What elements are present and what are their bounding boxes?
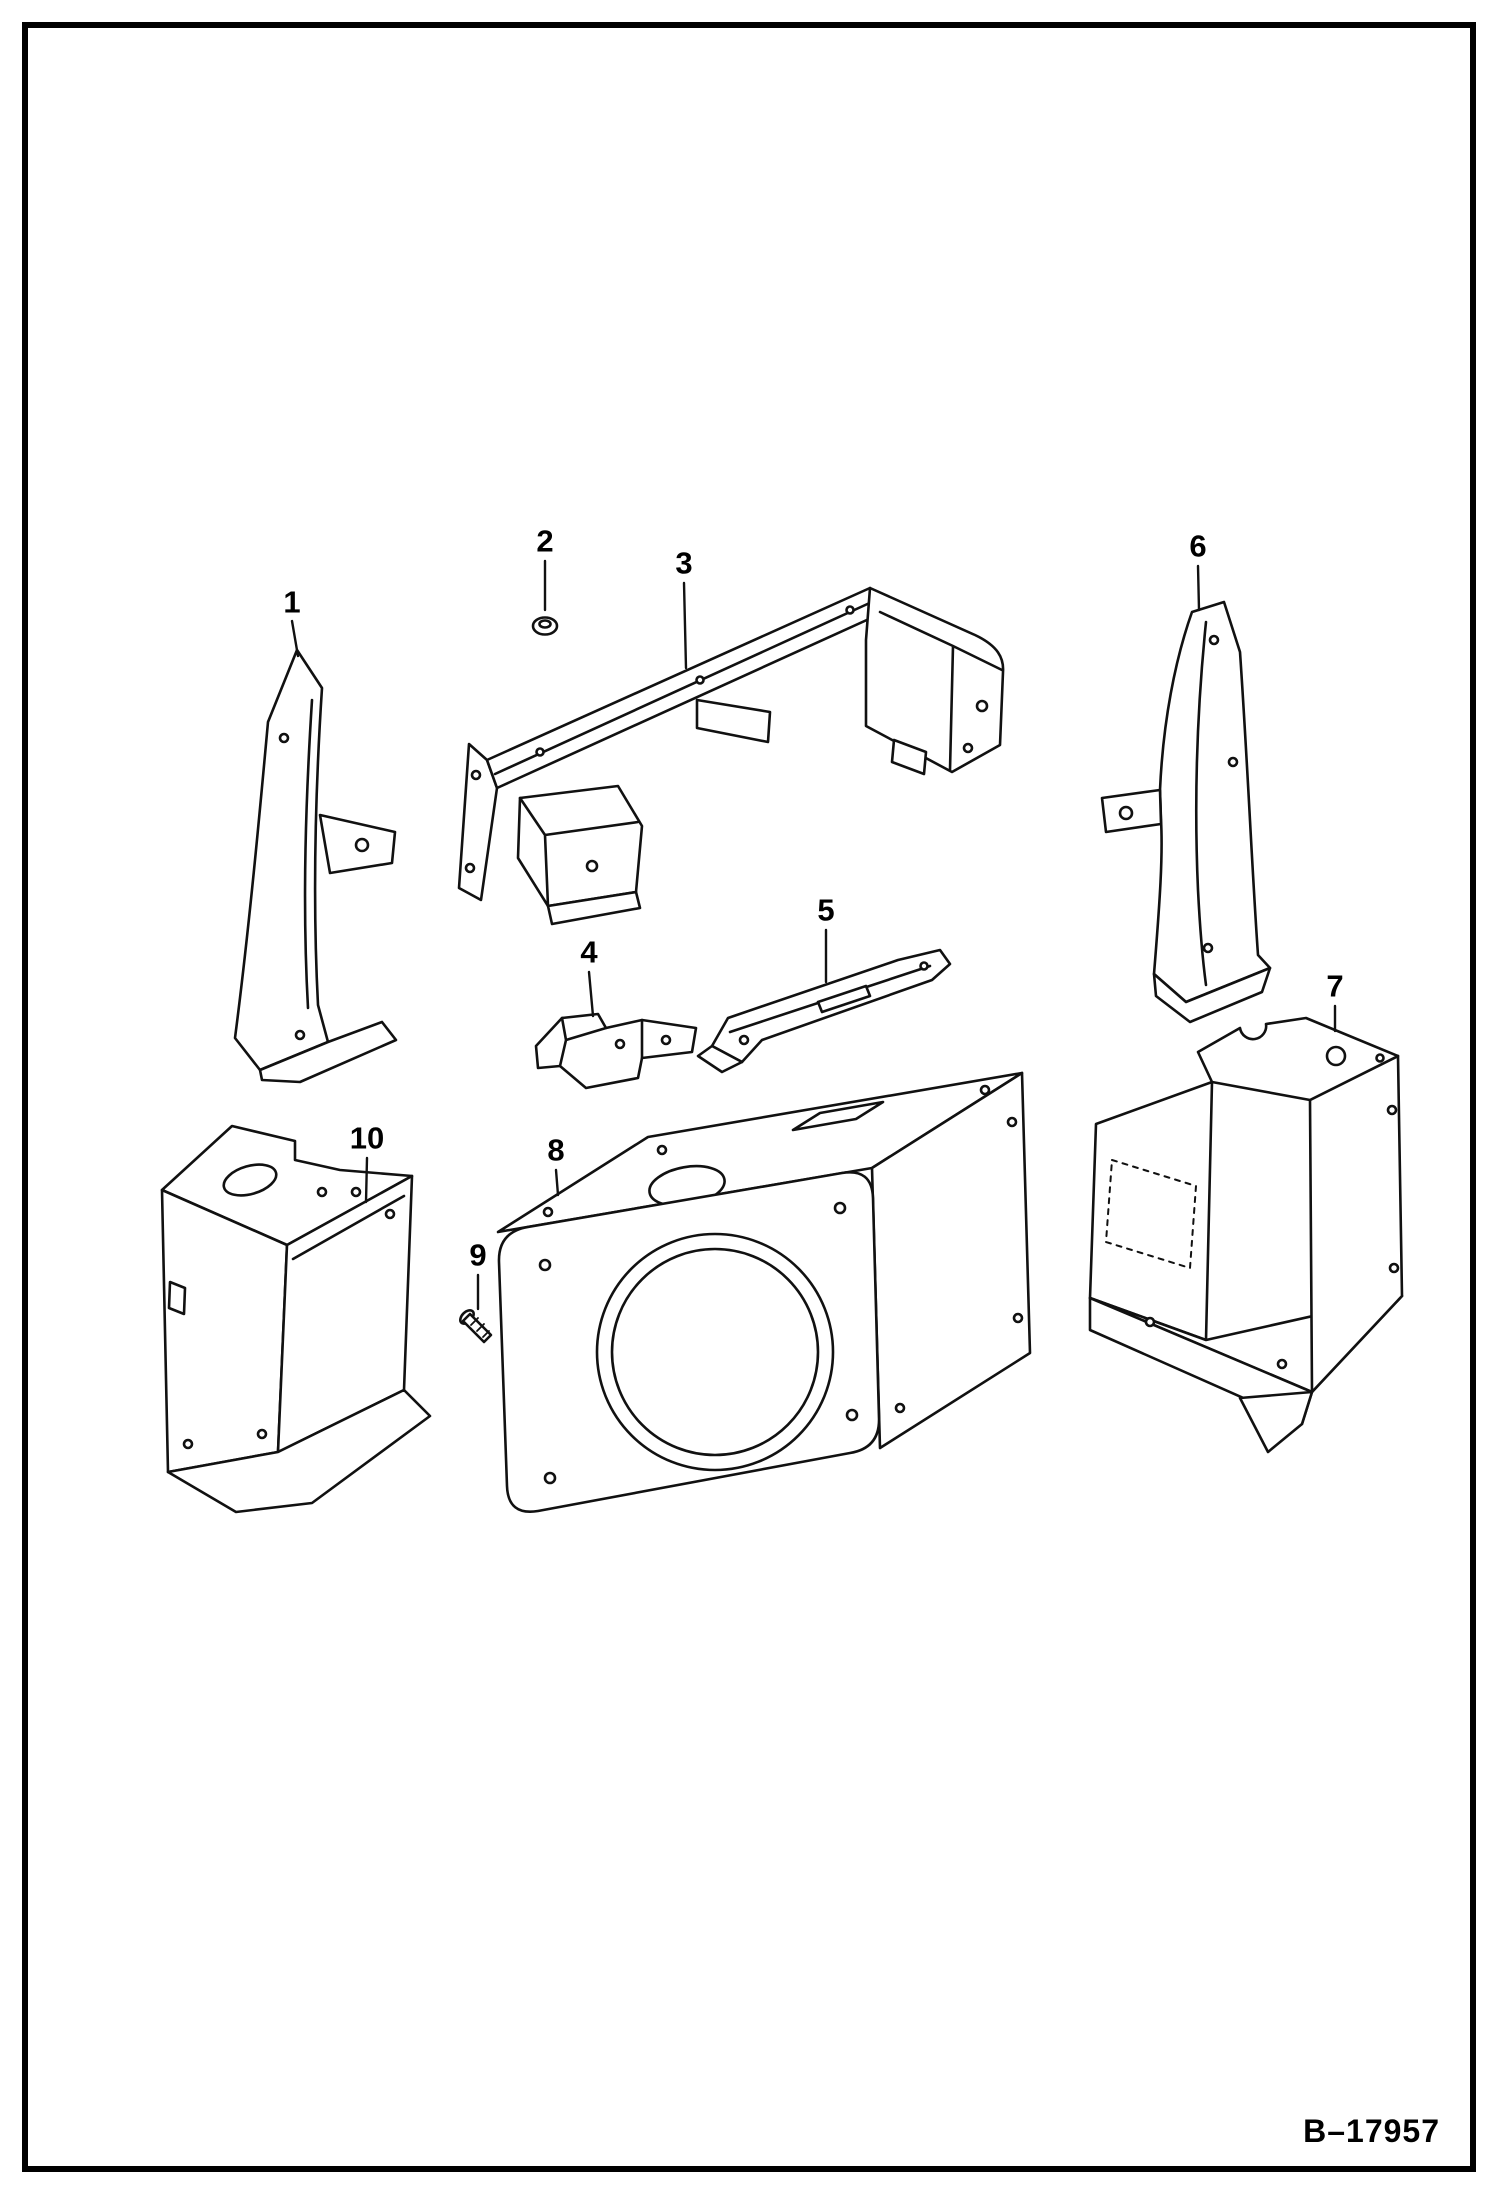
part-3-strip-fold-line [493, 599, 876, 776]
bolt-hole [1227, 756, 1239, 768]
part-8-rect-hole [791, 1100, 885, 1132]
part-3-bracket-flange [546, 890, 642, 926]
callout-label-3: 3 [675, 545, 693, 581]
bolt-hole [845, 605, 855, 615]
part-7-top-plate [1196, 1016, 1400, 1102]
part-3-left-tab [457, 742, 499, 902]
part-10-side-panel [160, 1124, 432, 1514]
callout-leader-lines [290, 559, 1337, 1311]
part-5-left-tab [696, 1044, 744, 1074]
part-1-left-baffle [233, 648, 398, 1084]
callout-label-2: 2 [536, 523, 554, 559]
part-5-support-rail [696, 948, 952, 1074]
part-3-upper-shroud [457, 586, 1005, 926]
bolt-hole [660, 1034, 672, 1046]
part-6-right-baffle [1100, 600, 1272, 1024]
part-1-panel [233, 648, 330, 1072]
part-8-fan-opening-inner [610, 1247, 820, 1457]
part-1-fold-line [303, 698, 314, 1010]
bolt-hole [1386, 1104, 1398, 1116]
part-4-outline [534, 1012, 698, 1090]
part-4-fold-lines [558, 1016, 644, 1068]
bolt-hole [1208, 634, 1220, 646]
bolt-hole [538, 1258, 552, 1272]
part-3-box-tab [890, 738, 928, 776]
figure-reference: B–17957 [1303, 2113, 1440, 2149]
leader-line-10 [364, 1156, 369, 1204]
part-1-bottom-flange [258, 1020, 398, 1084]
part-5-slot [816, 984, 872, 1014]
part-10-fold-line [291, 1194, 406, 1261]
part-6-fold-line [1194, 620, 1208, 987]
bolt-hole [464, 862, 476, 874]
part-6-panel [1152, 600, 1272, 1004]
part-3-bracket-fold-lines [518, 796, 640, 908]
bolt-hole [833, 1201, 847, 1215]
leader-line-6 [1196, 564, 1201, 612]
bolt-hole [1144, 1316, 1156, 1328]
bolt-hole [1012, 1312, 1024, 1324]
bolt-hole [1118, 805, 1134, 821]
bolt-hole [256, 1428, 268, 1440]
bolt-hole [294, 1029, 306, 1041]
bolt-hole [614, 1038, 626, 1050]
bolt-hole [543, 1471, 557, 1485]
part-6-bottom-flange [1152, 966, 1272, 1024]
callout-label-9: 9 [469, 1237, 487, 1273]
callout-label-8: 8 [547, 1132, 565, 1168]
bolt-hole [278, 732, 290, 744]
callout-label-1: 1 [283, 584, 301, 620]
bolt-hole [354, 837, 370, 853]
bolt-hole [585, 859, 599, 873]
callout-label-7: 7 [1326, 968, 1344, 1004]
bolt-hole [1202, 942, 1214, 954]
callout-label-5: 5 [817, 892, 835, 928]
callout-label-6: 6 [1189, 528, 1207, 564]
bolt-hole [894, 1402, 906, 1414]
part-4-bracket [534, 1012, 698, 1090]
bolt-hole [656, 1144, 668, 1156]
part-9-screw [459, 1309, 493, 1344]
part-3-lower-bracket [516, 784, 644, 908]
part-2-grommet [531, 616, 559, 636]
bolt-hole [350, 1186, 362, 1198]
part-3-step-notch [695, 698, 772, 744]
part-3-box-fold-lines [878, 610, 1004, 772]
part-7-hidden-opening [1105, 1159, 1197, 1269]
part-8-fan-shroud [496, 1071, 1032, 1514]
callout-label-10: 10 [349, 1120, 385, 1156]
bolt-hole [979, 1084, 991, 1096]
bolt-hole [975, 699, 989, 713]
bolt-hole [919, 961, 929, 971]
bolt-hole [1388, 1262, 1400, 1274]
bolt-hole [1375, 1053, 1385, 1063]
bolt-hole [470, 769, 482, 781]
duct-hole [1325, 1045, 1347, 1067]
leader-line-1 [290, 619, 300, 658]
part-10-bottom-flange [166, 1388, 432, 1514]
leader-line-3 [682, 581, 688, 670]
callout-label-4: 4 [580, 934, 598, 970]
screw-threads [470, 1317, 490, 1338]
part-10-oval-hole [222, 1163, 278, 1197]
bolt-hole [695, 675, 705, 685]
bolt-hole [384, 1208, 396, 1220]
grommet-inner [538, 619, 552, 629]
bolt-hole [542, 1206, 554, 1218]
bolt-hole [738, 1034, 750, 1046]
bolt-hole [316, 1186, 328, 1198]
bolt-hole [962, 742, 974, 754]
part-10-square-hole [167, 1280, 187, 1316]
bolt-hole [1006, 1116, 1018, 1128]
bolt-hole [182, 1438, 194, 1450]
bolt-hole [1276, 1358, 1288, 1370]
leader-line-4 [587, 970, 595, 1018]
bolt-hole [535, 747, 545, 757]
leader-line-8 [554, 1168, 560, 1197]
bolt-hole [845, 1408, 859, 1422]
part-7-air-duct [1088, 1016, 1404, 1454]
part-7-corner-tab [1238, 1390, 1314, 1454]
